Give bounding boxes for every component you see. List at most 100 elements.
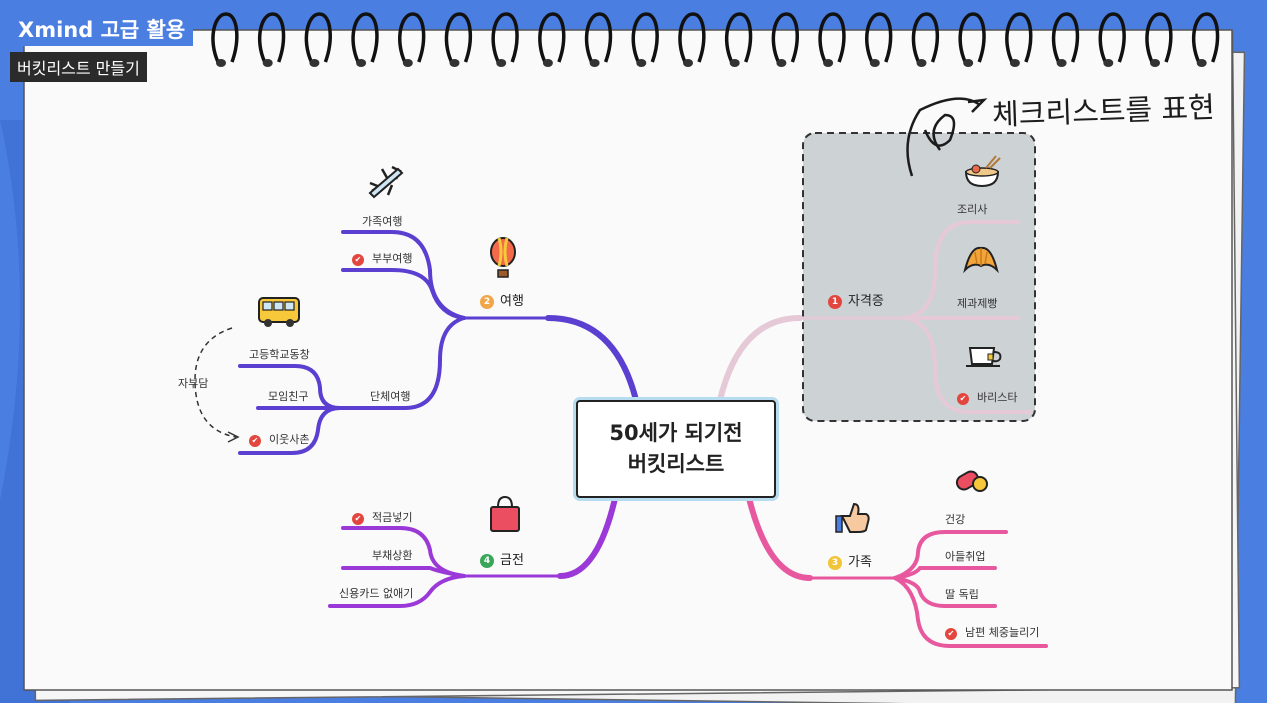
- spiral-ring: [865, 12, 893, 63]
- annotation-arrow: [906, 97, 981, 177]
- ring-hole: [776, 59, 787, 67]
- annotation-text: 체크리스트를 표현: [991, 90, 1216, 132]
- spiral-ring: [958, 12, 986, 63]
- ring-hole: [262, 59, 273, 67]
- ring-hole: [1103, 59, 1114, 67]
- spiral-ring: [818, 12, 846, 63]
- spiral-ring: [1005, 12, 1033, 63]
- thumbs-up-icon: [835, 502, 870, 533]
- shopping-bag-icon: [490, 495, 520, 532]
- topic-husband-weight[interactable]: ✔남편 체중늘리기: [945, 624, 1039, 640]
- ring-hole: [636, 59, 647, 67]
- topic-daughter[interactable]: 딸 독립: [945, 586, 979, 602]
- check-icon: ✔: [352, 254, 364, 266]
- central-topic-line1: 50세가 되기전: [609, 421, 743, 445]
- ring-hole: [683, 59, 693, 67]
- topic-highschool[interactable]: 고등학교동창: [249, 346, 310, 362]
- topic-couple-trip[interactable]: ✔ 부부여행: [352, 250, 412, 266]
- branch-label: 가족: [848, 555, 872, 570]
- spiral-ring: [304, 12, 332, 63]
- number-badge: 2: [480, 295, 494, 309]
- ring-hole: [1056, 59, 1067, 67]
- topic-bakery[interactable]: 제과제빵: [957, 295, 997, 311]
- spiral-ring: [538, 12, 566, 63]
- topic-label: 아들취업: [945, 550, 986, 563]
- tea-cup-icon: [966, 347, 1002, 367]
- ring-hole: [963, 59, 974, 67]
- spiral-ring: [631, 12, 659, 63]
- spiral-ring: [1098, 12, 1126, 63]
- topic-label: 부부여행: [372, 252, 413, 265]
- ring-hole: [356, 59, 367, 67]
- topic-label: 딸 독립: [945, 588, 979, 601]
- topic-label: 고등학교동창: [249, 348, 310, 361]
- ring-hole: [309, 59, 320, 67]
- ring-hole: [1196, 59, 1207, 67]
- spiral-ring: [911, 12, 940, 63]
- branch-label: 금전: [500, 553, 524, 568]
- topic-label: 부채상환: [372, 549, 413, 562]
- topic-debt[interactable]: 부채상환: [372, 547, 412, 563]
- topic-friends[interactable]: 모임친구: [268, 388, 308, 404]
- number-badge: 3: [828, 556, 842, 570]
- topic-group-trip[interactable]: 단체여행: [370, 388, 410, 404]
- ring-hole: [402, 59, 413, 67]
- branch-certificate-lines: [717, 220, 1032, 414]
- branch-label: 자격증: [848, 294, 884, 309]
- spiral-ring: [771, 12, 799, 63]
- number-badge: 4: [480, 554, 494, 568]
- ring-hole: [216, 59, 226, 67]
- airplane-icon: [368, 165, 404, 199]
- spiral-ring: [257, 12, 286, 63]
- hot-air-balloon-icon: [490, 237, 516, 278]
- croissant-icon: [963, 246, 999, 274]
- ring-hole: [542, 59, 553, 67]
- ring-hole: [589, 59, 600, 67]
- topic-label: 신용카드 없애기: [339, 587, 414, 600]
- topic-label: 조리사: [957, 203, 988, 216]
- ring-hole: [869, 59, 880, 67]
- topic-neighbors[interactable]: ✔이웃사촌: [249, 431, 309, 447]
- spiral-ring: [351, 12, 379, 63]
- grouping-curve: [194, 327, 237, 438]
- check-icon: ✔: [957, 393, 969, 405]
- spiral-binding: [211, 12, 1220, 67]
- central-topic[interactable]: 50세가 되기전 버킷리스트: [576, 400, 776, 498]
- branch-money-lines: [328, 491, 619, 608]
- topic-credit-card[interactable]: 신용카드 없애기: [339, 585, 413, 601]
- spiral-ring: [211, 12, 239, 63]
- spiral-ring: [724, 12, 753, 63]
- spiral-ring: [444, 12, 473, 63]
- branch-family-lines: [745, 491, 1048, 648]
- topic-label: 제과제빵: [957, 297, 998, 310]
- branch-certificate[interactable]: 1 자격증: [828, 290, 884, 309]
- topic-label: 바리스타: [977, 391, 1018, 404]
- topic-label: 적금넣기: [372, 511, 413, 524]
- topic-son-job[interactable]: 아들취업: [945, 548, 985, 564]
- topic-cook[interactable]: 조리사: [957, 201, 987, 217]
- ring-hole: [916, 59, 927, 67]
- branch-money[interactable]: 4 금전: [480, 549, 524, 568]
- spiral-ring: [491, 12, 519, 63]
- side-note: 자부담: [178, 377, 209, 390]
- spiral-ring: [678, 12, 706, 63]
- ring-hole: [729, 59, 740, 67]
- branch-family[interactable]: 3 가족: [828, 551, 872, 570]
- spiral-ring: [1051, 12, 1080, 63]
- topic-family-trip[interactable]: 가족여행: [362, 213, 402, 229]
- check-icon: ✔: [249, 435, 261, 447]
- topic-savings[interactable]: ✔적금넣기: [352, 509, 412, 525]
- spiral-ring: [1191, 12, 1220, 63]
- ring-hole: [823, 59, 834, 67]
- topic-label: 건강: [945, 513, 966, 526]
- spiral-ring: [1145, 12, 1173, 63]
- topic-label: 남편 체중늘리기: [965, 626, 1040, 639]
- number-badge: 1: [828, 295, 842, 309]
- page-title: Xmind 고급 활용: [10, 12, 194, 46]
- topic-health[interactable]: 건강: [945, 511, 965, 527]
- topic-label: 가족여행: [362, 215, 403, 228]
- topic-barista[interactable]: ✔ 바리스타: [957, 389, 1017, 405]
